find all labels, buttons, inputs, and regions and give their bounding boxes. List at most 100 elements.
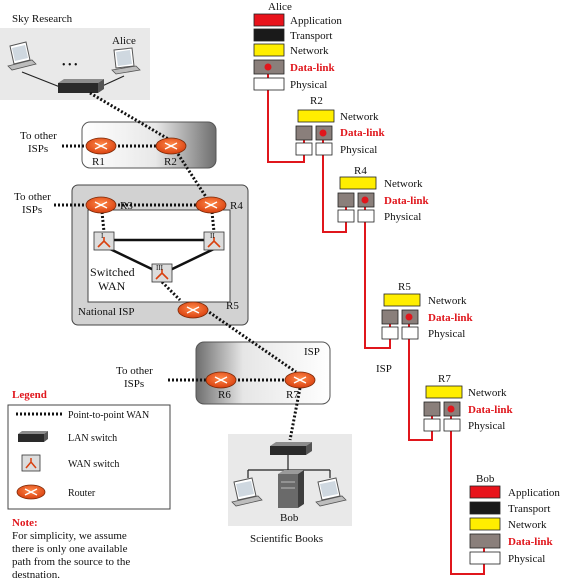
laptop-icon-bob-left bbox=[231, 477, 263, 507]
r5-datalink-left bbox=[381, 309, 399, 325]
r4-physical-left bbox=[337, 209, 355, 223]
r5-physical-right bbox=[401, 326, 419, 340]
legend-router-icon bbox=[16, 484, 46, 500]
r2-datalink-left bbox=[295, 125, 313, 141]
r7-label: R7 bbox=[286, 389, 299, 401]
alice-transport-label: Transport bbox=[290, 30, 332, 42]
note-line-4: destnation. bbox=[12, 569, 60, 581]
server-icon bbox=[278, 470, 304, 508]
router-r6 bbox=[205, 371, 237, 389]
wan-switch-iii bbox=[151, 263, 173, 283]
r6-label: R6 bbox=[218, 389, 231, 401]
router-r5 bbox=[177, 301, 209, 319]
to-other-isps-3-line2: ISPs bbox=[124, 378, 144, 390]
legend-wan-switch-icon bbox=[21, 454, 41, 472]
alice-network-label: Network bbox=[290, 45, 329, 57]
r2-datalink-label: Data-link bbox=[340, 127, 386, 139]
bob-application-label: Application bbox=[508, 487, 560, 499]
r3-label: R3 bbox=[120, 200, 133, 212]
r7-datalink-dot bbox=[447, 405, 455, 413]
r2-stack-label: R2 bbox=[310, 95, 323, 107]
alice-datalink-label: Data-link bbox=[290, 62, 336, 74]
bob-transport-layer bbox=[469, 501, 501, 515]
r4-label: R4 bbox=[230, 200, 243, 212]
r4-datalink-label: Data-link bbox=[384, 195, 430, 207]
wan-switch-iii-label: III bbox=[156, 264, 164, 272]
r4-network-label: Network bbox=[384, 178, 423, 190]
alice-physical-layer bbox=[253, 77, 285, 91]
bob-label-left: Bob bbox=[280, 512, 299, 524]
router-r3 bbox=[85, 196, 117, 214]
bob-physical-layer bbox=[469, 551, 501, 565]
legend-title: Legend bbox=[12, 389, 47, 401]
r4-network-layer bbox=[339, 176, 377, 190]
r5-datalink-label: Data-link bbox=[428, 312, 474, 324]
alice-physical-label: Physical bbox=[290, 79, 327, 91]
r7-stack-label: R7 bbox=[438, 373, 451, 385]
lan-switch-sky bbox=[58, 79, 104, 93]
router-r4 bbox=[195, 196, 227, 214]
to-other-isps-1-line2: ISPs bbox=[28, 143, 48, 155]
r7-physical-left bbox=[423, 418, 441, 432]
r1-label: R1 bbox=[92, 156, 105, 168]
alice-application-layer bbox=[253, 13, 285, 27]
wan-switch-i-label: I bbox=[101, 232, 104, 240]
note-line-1: For simplicity, we assume bbox=[12, 530, 127, 542]
bob-datalink-label: Data-link bbox=[508, 536, 554, 548]
laptop-icon-left bbox=[7, 41, 37, 71]
r5-network-layer bbox=[383, 293, 421, 307]
bob-transport-label: Transport bbox=[508, 503, 550, 515]
national-isp-label: National ISP bbox=[78, 306, 135, 318]
r5-datalink-dot bbox=[405, 313, 413, 321]
r4-datalink-left bbox=[337, 192, 355, 208]
point-to-point-links bbox=[54, 91, 302, 441]
laptop-icon-right bbox=[111, 47, 141, 75]
scientific-books-label: Scientific Books bbox=[250, 533, 323, 545]
r7-network-layer bbox=[425, 385, 463, 399]
laptop-icon-bob-right bbox=[315, 477, 347, 507]
note-title: Note: bbox=[12, 517, 38, 529]
wan-switch-ii-label: II bbox=[210, 232, 215, 240]
r2-network-layer bbox=[297, 109, 335, 123]
r7-datalink-left bbox=[423, 401, 441, 417]
note-line-2: there is only one available bbox=[12, 543, 128, 555]
note-line-3: path from the source to the bbox=[12, 556, 130, 568]
sky-research-label: Sky Research bbox=[12, 13, 73, 25]
more-hosts-dots: • • • bbox=[62, 60, 78, 71]
bob-network-label: Network bbox=[508, 519, 547, 531]
r2-network-label: Network bbox=[340, 111, 379, 123]
bob-datalink-layer bbox=[469, 533, 501, 549]
to-other-isps-2-line1: To other bbox=[14, 191, 51, 203]
bob-application-layer bbox=[469, 485, 501, 499]
isp-area bbox=[195, 341, 331, 405]
r7-datalink-label: Data-link bbox=[468, 404, 514, 416]
r4-physical-right bbox=[357, 209, 375, 223]
router-r1 bbox=[85, 137, 117, 155]
r5-stack-label: R5 bbox=[398, 281, 411, 293]
legend-router-label: Router bbox=[68, 488, 96, 499]
r2-physical-right bbox=[315, 142, 333, 156]
r2-physical-left bbox=[295, 142, 313, 156]
bob-stack-label: Bob bbox=[476, 473, 495, 485]
r2-datalink-dot bbox=[319, 129, 327, 137]
router-r2 bbox=[155, 137, 187, 155]
r4-physical-label: Physical bbox=[384, 211, 421, 223]
switched-wan-area bbox=[87, 209, 231, 303]
legend-p2p-label: Point-to-point WAN bbox=[68, 410, 149, 421]
legend-lan-switch-label: LAN switch bbox=[68, 433, 117, 444]
wan-switch-ii bbox=[203, 231, 225, 251]
to-other-isps-1-line1: To other bbox=[20, 130, 57, 142]
alice-network-layer bbox=[253, 43, 285, 57]
bob-network-layer bbox=[469, 517, 501, 531]
r7-physical-right bbox=[443, 418, 461, 432]
router-r7 bbox=[284, 371, 316, 389]
r2-label: R2 bbox=[164, 156, 177, 168]
alice-stack-label: Alice bbox=[268, 1, 292, 13]
r7-network-label: Network bbox=[468, 387, 507, 399]
r4-stack-label: R4 bbox=[354, 165, 367, 177]
r5-label: R5 bbox=[226, 300, 239, 312]
r7-physical-label: Physical bbox=[468, 420, 505, 432]
r5-physical-label: Physical bbox=[428, 328, 465, 340]
alice-label: Alice bbox=[112, 35, 136, 47]
